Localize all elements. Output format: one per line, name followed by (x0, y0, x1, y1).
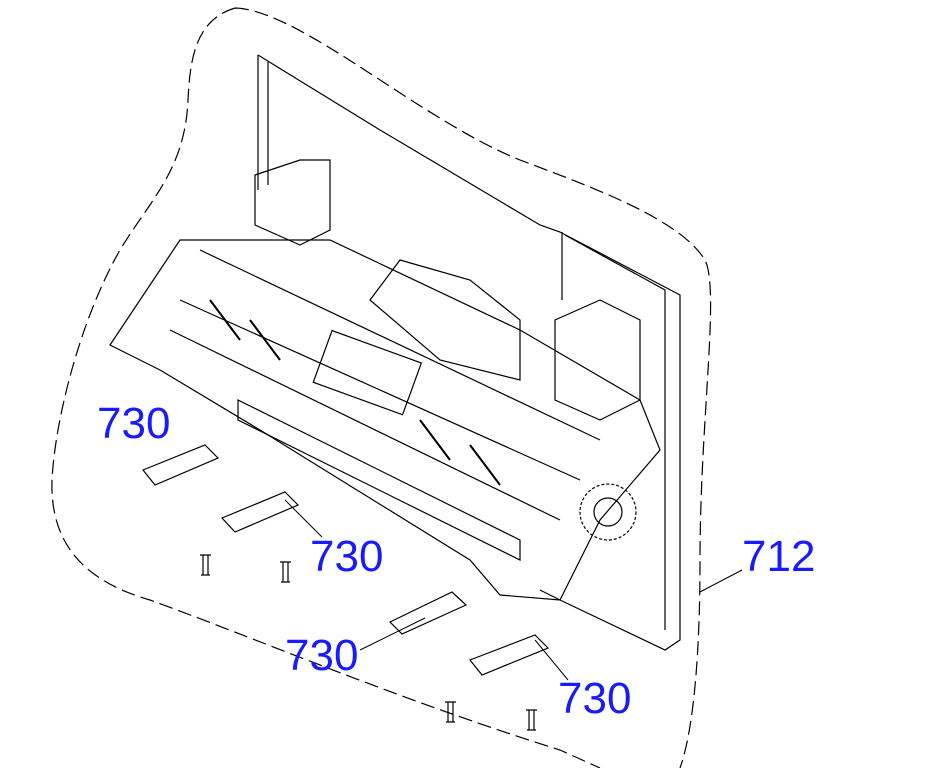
callout-730: 730 (97, 399, 171, 448)
paper-tray-body (109, 239, 661, 601)
gear (579, 483, 637, 541)
callout-712: 712 (742, 532, 816, 581)
pads-730 (142, 444, 550, 676)
callout-730: 730 (558, 674, 632, 723)
right-bracket (554, 299, 641, 421)
callout-730: 730 (310, 532, 384, 581)
callout-730: 730 (285, 631, 359, 680)
screws (200, 554, 537, 731)
assembly-boundary (51, 7, 712, 768)
rear-panel (257, 54, 681, 651)
center-mechanism (312, 329, 423, 416)
guide-ribs (209, 299, 501, 486)
left-bracket (254, 159, 331, 246)
leader-lines (284, 499, 743, 681)
